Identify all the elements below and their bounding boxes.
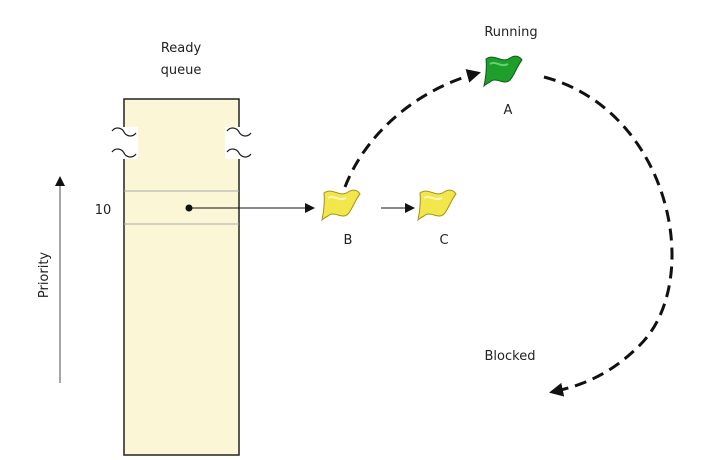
ready-queue-body bbox=[123, 98, 240, 456]
thread-c-flag-icon bbox=[417, 189, 457, 222]
thread-a-flag-icon bbox=[483, 55, 523, 88]
ready-queue-title-line1: Ready bbox=[161, 41, 202, 56]
ready-queue bbox=[123, 98, 240, 456]
thread-b-flag-icon bbox=[321, 189, 361, 222]
thread-b-label: B bbox=[344, 233, 353, 248]
thread-c-label: C bbox=[439, 233, 448, 248]
thread-a-label: A bbox=[504, 103, 513, 118]
squiggle-break-icon bbox=[110, 127, 253, 159]
running-state-label: Running bbox=[484, 25, 537, 40]
ready-to-running-path bbox=[343, 69, 481, 188]
ready-queue-title-line2: queue bbox=[161, 63, 202, 78]
priority-level-label: 10 bbox=[95, 203, 112, 218]
priority-axis-label: Priority bbox=[37, 252, 52, 299]
running-to-blocked-path bbox=[543, 75, 674, 397]
blocked-state-label: Blocked bbox=[485, 349, 536, 364]
